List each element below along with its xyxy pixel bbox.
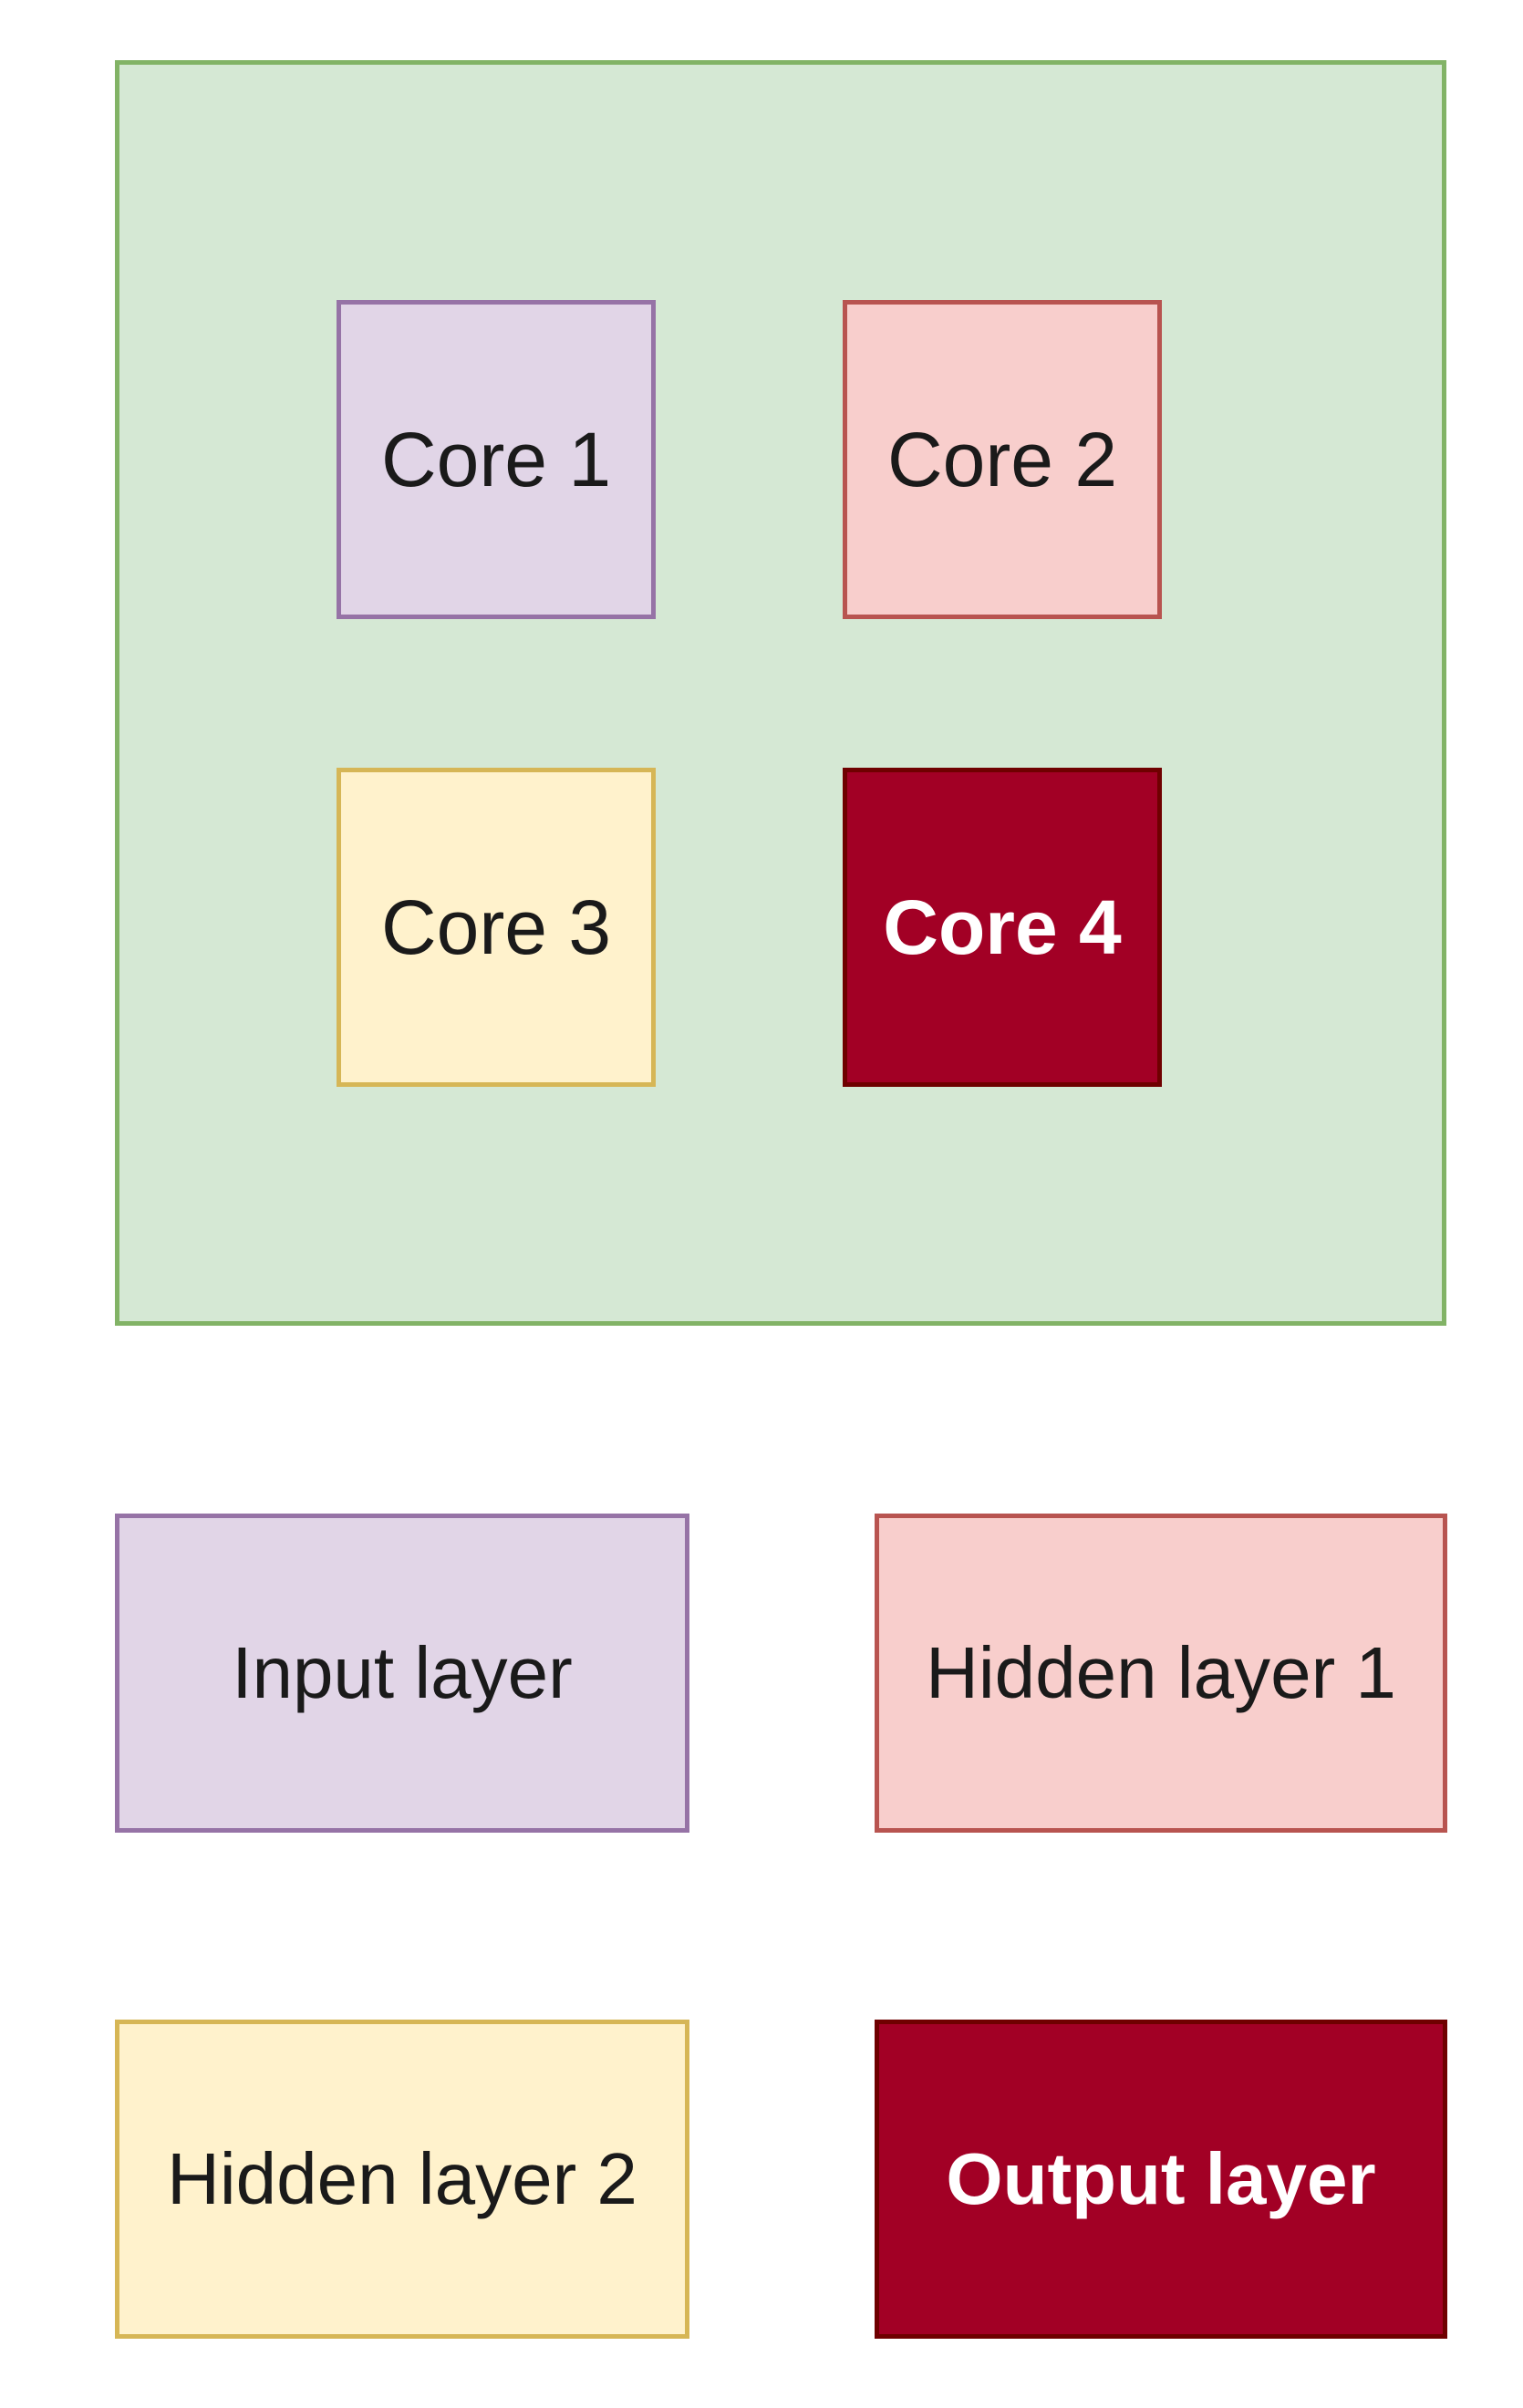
core-2-label: Core 2 (886, 416, 1118, 502)
legend-hidden-layer-2: Hidden layer 2 (115, 2020, 689, 2339)
legend-output-layer: Output layer (875, 2020, 1447, 2339)
legend-hidden-layer-1-label: Hidden layer 1 (926, 1632, 1396, 1713)
legend-output-layer-label: Output layer (946, 2138, 1376, 2219)
legend-hidden-layer-2-label: Hidden layer 2 (167, 2138, 637, 2219)
core-1-box: Core 1 (337, 300, 656, 619)
core-4-box: Core 4 (843, 768, 1162, 1087)
core-2-box: Core 2 (843, 300, 1162, 619)
core-1-label: Core 1 (380, 416, 612, 502)
core-3-box: Core 3 (337, 768, 656, 1087)
processor-container (115, 60, 1446, 1326)
core-3-label: Core 3 (380, 884, 612, 970)
core-4-label: Core 4 (883, 884, 1122, 970)
legend-input-layer: Input layer (115, 1514, 689, 1833)
legend-input-layer-label: Input layer (232, 1632, 573, 1713)
legend-hidden-layer-1: Hidden layer 1 (875, 1514, 1447, 1833)
